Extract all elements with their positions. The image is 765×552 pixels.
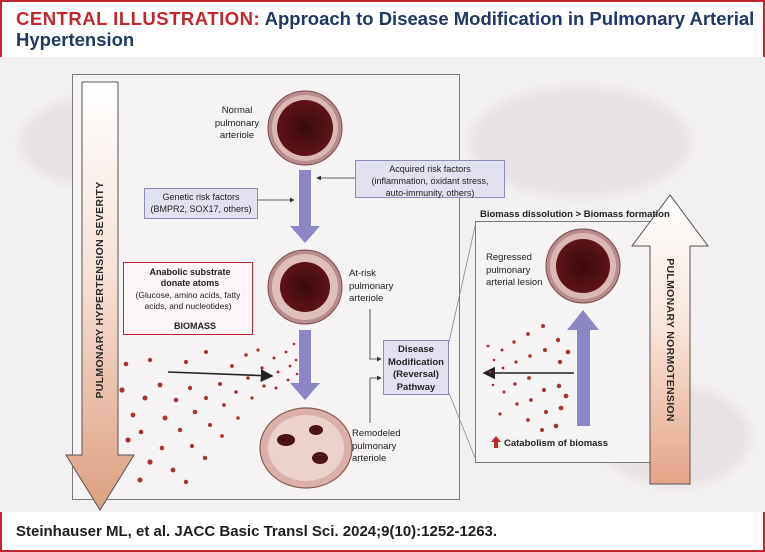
anabolic-substrate-box: Anabolic substrate donate atoms (Glucose… bbox=[123, 262, 253, 335]
figure-title: CENTRAL ILLUSTRATION: Approach to Diseas… bbox=[16, 8, 756, 50]
citation: Steinhauser ML, et al. JACC Basic Transl… bbox=[16, 523, 498, 540]
genetic-risk-detail: (BMPR2, SOX17, others) bbox=[150, 204, 252, 214]
reversal-up-arrow bbox=[567, 310, 599, 426]
callout-line-top bbox=[448, 221, 477, 343]
remodeled-arteriole bbox=[259, 407, 353, 489]
title-label: CENTRAL ILLUSTRATION: bbox=[16, 8, 261, 29]
background-texture bbox=[470, 87, 690, 197]
genetic-risk-title: Genetic risk factors bbox=[162, 192, 240, 202]
at-risk-leader bbox=[369, 309, 382, 362]
regressed-lesion-label: Regressed pulmonary arterial lesion bbox=[486, 252, 543, 288]
genetic-risk-box: Genetic risk factors (BMPR2, SOX17, othe… bbox=[144, 188, 258, 219]
callout-line-bottom bbox=[448, 392, 477, 461]
acquired-risk-detail: (inflammation, oxidant stress, auto-immu… bbox=[371, 176, 489, 198]
normal-arteriole-label: Normal pulmonary arteriole bbox=[214, 105, 260, 141]
normotension-arrow bbox=[631, 194, 709, 485]
at-risk-arteriole bbox=[267, 249, 343, 325]
title-text: Approach to Disease Modification in Pulm… bbox=[16, 8, 755, 50]
increase-arrow-catabolism bbox=[491, 436, 501, 448]
progression-arrow-2 bbox=[290, 330, 320, 400]
progression-arrow-1 bbox=[290, 170, 320, 243]
disease-modification-box: Disease Modification (Reversal) Pathway bbox=[383, 340, 449, 395]
substrate-particles-right bbox=[486, 324, 571, 432]
substrate-particles-left bbox=[119, 342, 299, 485]
biomass-label: BIOMASS bbox=[174, 321, 217, 331]
biomass-dissolution-header: Biomass dissolution > Biomass formation bbox=[480, 209, 670, 220]
remodeled-arteriole-label: Remodeled pulmonary arteriole bbox=[352, 428, 401, 464]
anabolic-detail: (Glucose, amino acids, fatty acids, and … bbox=[135, 290, 241, 311]
acquired-risk-title: Acquired risk factors bbox=[389, 164, 471, 174]
biomass-formation-arrow bbox=[167, 369, 274, 382]
normotension-axis-label: PULMONARY NORMOTENSION bbox=[664, 258, 676, 422]
acquired-risk-box: Acquired risk factors (inflammation, oxi… bbox=[355, 160, 505, 198]
at-risk-arteriole-label: At-risk pulmonary arteriole bbox=[349, 268, 394, 304]
normal-arteriole bbox=[267, 90, 343, 166]
severity-arrow bbox=[65, 81, 135, 511]
remodeled-leader bbox=[369, 375, 382, 423]
regressed-lesion bbox=[545, 228, 621, 304]
anabolic-title: Anabolic substrate donate atoms bbox=[149, 267, 231, 288]
catabolism-label: Catabolism of biomass bbox=[504, 438, 608, 449]
severity-axis-label: PULMONARY HYPERTENSION SEVERITY bbox=[94, 181, 106, 399]
